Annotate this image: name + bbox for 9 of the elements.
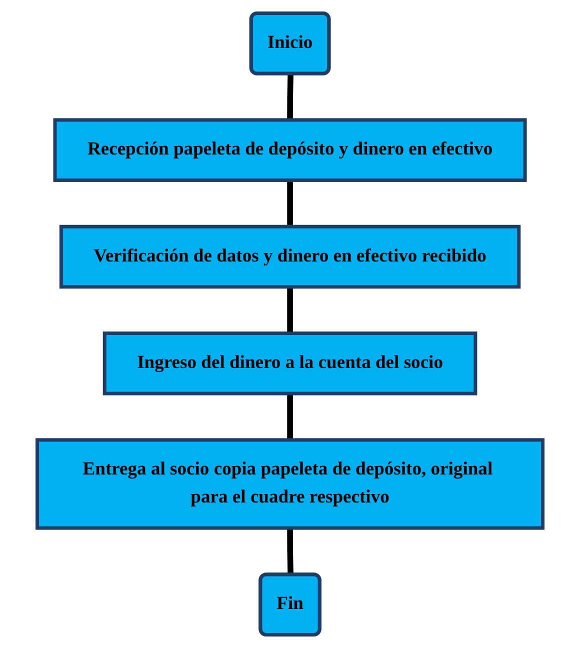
connector (287, 394, 293, 440)
flowchart: Inicio Recepción papeleta de depósito y dinero en efectivo Verificación de datos y dinero en efectivo recibido Ingreso del dinero a la cuenta del socio Entrega al socio copia papeleta de depósito, original para el cuadre respectivo Fin (28, 4, 552, 644)
node-box (53, 118, 527, 182)
connector (287, 180, 293, 227)
node-box (59, 224, 521, 289)
connector (287, 286, 293, 334)
node-box (36, 438, 544, 530)
connector (287, 74, 294, 120)
node-box (102, 332, 478, 396)
